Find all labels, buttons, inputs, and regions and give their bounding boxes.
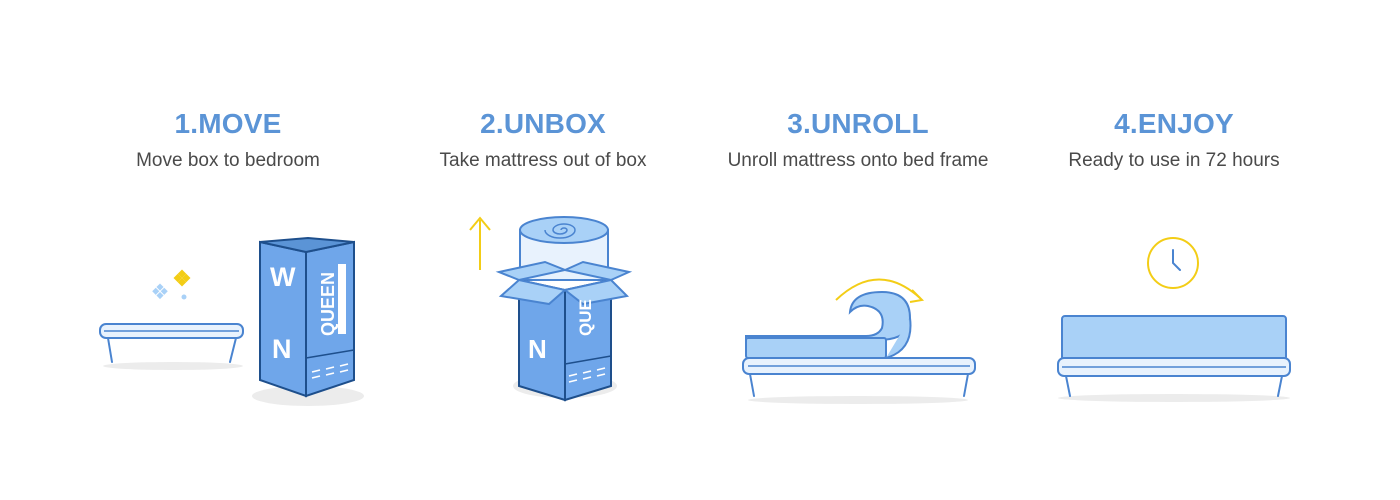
step-description: Ready to use in 72 hours <box>1068 150 1280 171</box>
step-title: 4.ENJOY <box>1114 108 1234 139</box>
box-letter-top: W <box>270 262 296 292</box>
step-unbox: 2.UNBOX Take mattress out of box <box>373 0 713 500</box>
step-title: 3.UNROLL <box>787 108 929 139</box>
unbox-illustration: N QUE <box>373 200 713 430</box>
curved-arrow-icon <box>835 278 925 303</box>
step-description: Move box to bedroom <box>136 150 320 171</box>
box-letter-bottom: N <box>272 334 292 364</box>
mattress-box-icon: W N QUEEN <box>259 236 355 398</box>
sparkle-icon <box>152 269 191 300</box>
box-letter-bottom: N <box>528 334 547 364</box>
bed-shadow <box>103 362 243 370</box>
move-illustration: W N QUEEN <box>58 200 398 430</box>
enjoy-illustration <box>1004 200 1344 430</box>
step-description: Take mattress out of box <box>439 150 647 171</box>
box-size-label: QUE <box>576 299 595 336</box>
step-title: 1.MOVE <box>174 108 282 139</box>
mattress-box-icon: N QUE <box>495 260 633 402</box>
bed-frame-icon <box>99 323 244 363</box>
step-move: 1.MOVE Move box to bedroom <box>58 0 398 500</box>
step-title: 2.UNBOX <box>480 108 606 139</box>
bed-frame-icon <box>742 357 976 397</box>
move-svg: W N QUEEN <box>99 236 364 406</box>
up-arrow-icon <box>469 216 491 270</box>
mattress-roll-icon <box>745 290 912 359</box>
bed-shadow <box>1058 394 1290 402</box>
unbox-svg: N QUE <box>469 216 633 402</box>
step-enjoy: 4.ENJOY Ready to use in 72 hours <box>1004 0 1344 500</box>
step-description: Unroll mattress onto bed frame <box>727 150 989 171</box>
bed-shadow <box>748 396 968 404</box>
clock-icon <box>1147 237 1199 289</box>
step-unroll: 3.UNROLL Unroll mattress onto bed frame <box>688 0 1028 500</box>
unroll-svg <box>742 278 976 404</box>
bed-icon <box>1057 315 1291 397</box>
enjoy-svg <box>1057 237 1291 402</box>
box-size-label: QUEEN <box>318 272 338 336</box>
unroll-illustration <box>688 200 1028 430</box>
